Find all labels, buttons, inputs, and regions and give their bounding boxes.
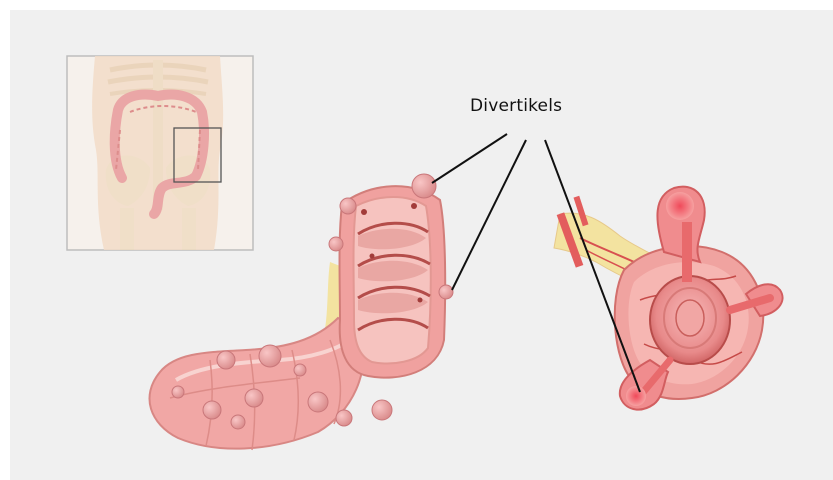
colon-cross-section — [554, 187, 783, 410]
leader-line-pouch-top — [432, 134, 507, 183]
torso-inset — [67, 56, 253, 250]
callout-label-diverticula: Divertikels — [470, 96, 562, 116]
